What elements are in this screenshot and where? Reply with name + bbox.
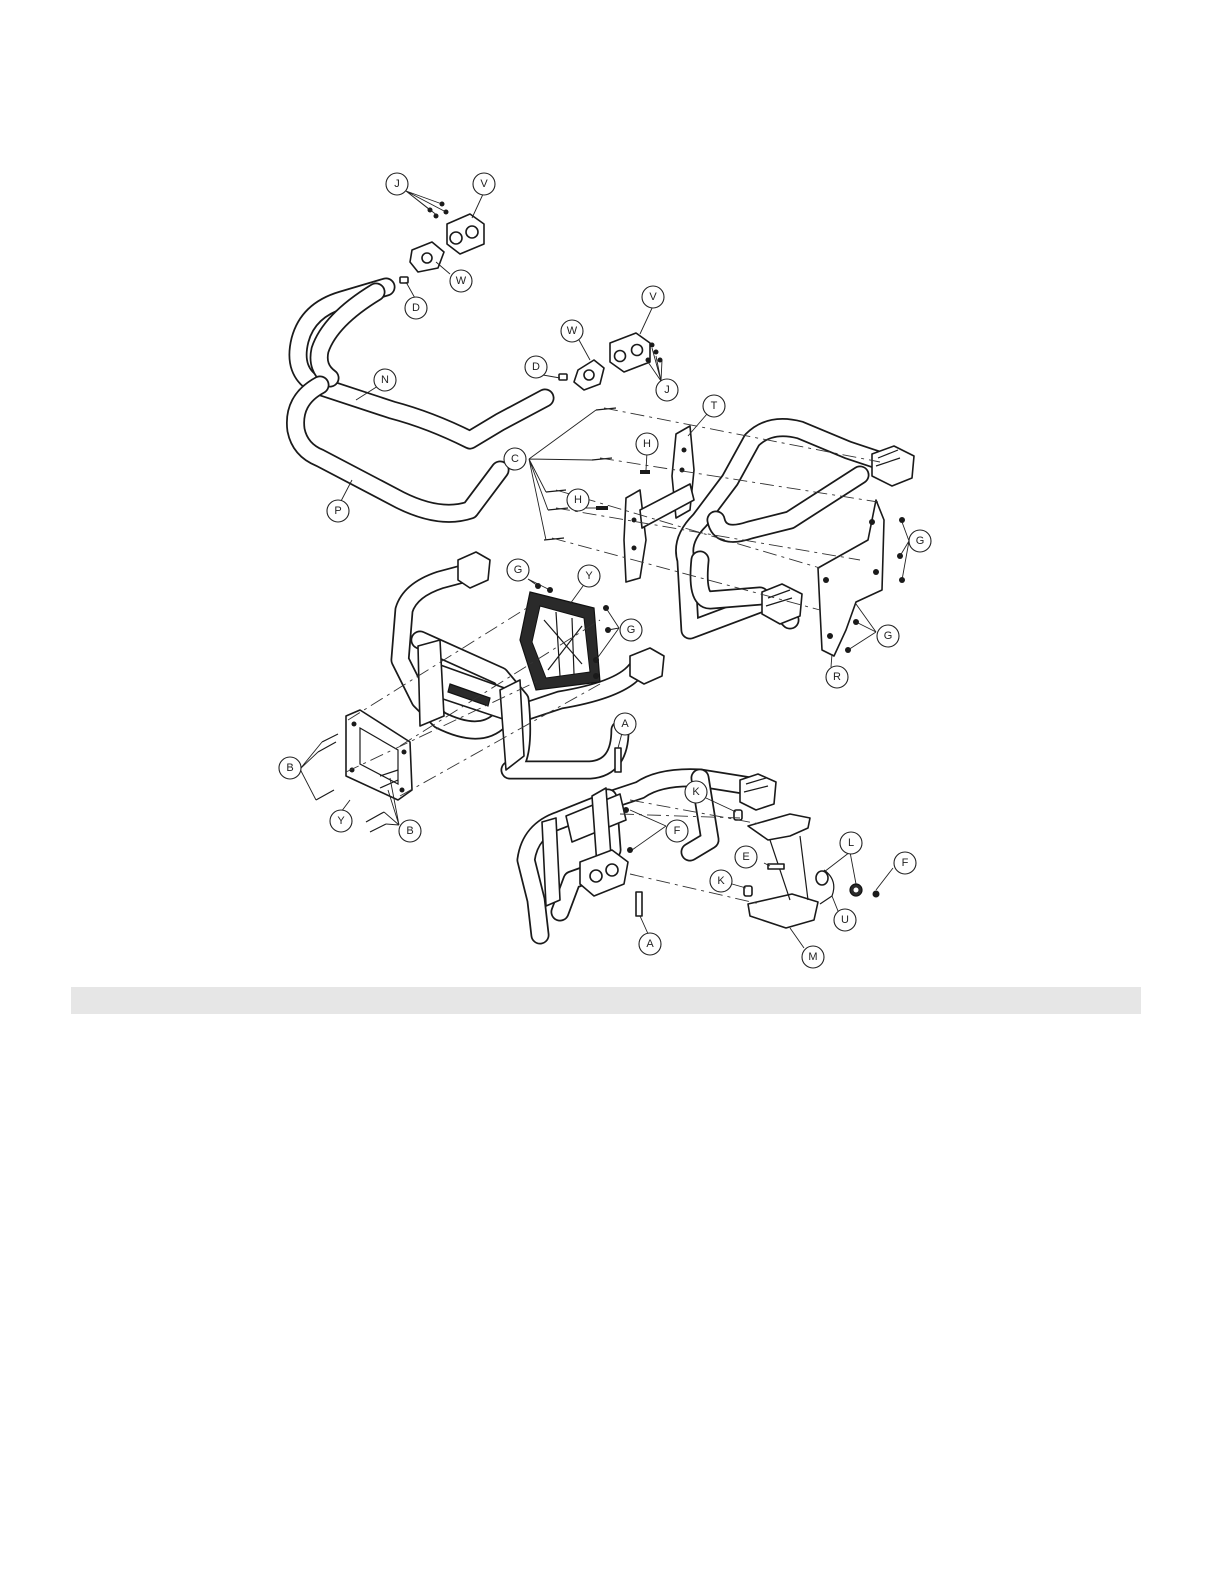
bolt-a-top [615,748,621,772]
svg-text:G: G [916,535,925,547]
callout-b-left: B [279,757,301,779]
svg-text:V: V [480,178,488,190]
svg-text:H: H [643,438,651,450]
svg-text:L: L [848,837,854,849]
footer-bar [71,987,1141,1014]
svg-text:M: M [808,951,817,963]
svg-text:P: P [334,505,341,517]
washer-l [816,871,862,896]
callout-n: N [374,369,396,391]
svg-text:E: E [742,851,749,863]
svg-text:B: B [406,825,413,837]
callout-w-mid: W [561,320,583,342]
callout-k-bottom: K [710,870,732,892]
callout-v-top: V [473,173,495,195]
bracket-plate-y-bottom [346,710,412,800]
bolt-e [768,864,784,869]
callout-v-mid: V [642,286,664,308]
callout-h-2: H [567,489,589,511]
callout-d-mid: D [525,356,547,378]
mount-plate-w-top [410,242,444,272]
svg-text:F: F [902,857,909,869]
svg-text:Y: Y [585,570,593,582]
svg-text:J: J [664,384,670,396]
bracket-plate-r [818,500,884,656]
bolt-d-top [400,277,408,283]
mesh-plate-y-top [520,592,600,690]
exploded-parts-diagram: J V W D N P V W D J T H C H G G R [0,0,1224,1000]
svg-text:R: R [833,671,841,683]
callout-l: L [840,832,862,854]
clamp-block-right-top [872,446,914,486]
svg-text:A: A [621,718,629,730]
callout-b-bottom: B [399,820,421,842]
callout-p: P [327,500,349,522]
svg-text:Y: Y [337,815,345,827]
mount-plate-w-mid [574,360,604,390]
callout-u: U [834,909,856,931]
callout-d-top: D [405,297,427,319]
svg-text:H: H [574,494,582,506]
clamp-block-middle-right [630,648,664,684]
callout-f-mid: F [666,820,688,842]
bolts-c [544,408,616,540]
svg-text:V: V [649,291,657,303]
bolt-d-mid [559,374,567,380]
svg-text:T: T [711,400,718,412]
callout-y-top: Y [578,565,600,587]
svg-text:W: W [456,275,467,287]
svg-text:C: C [511,453,519,465]
svg-text:G: G [884,630,893,642]
callout-j-top: J [386,173,408,195]
callout-e: E [735,846,757,868]
callout-h-1: H [636,433,658,455]
svg-text:D: D [532,361,540,373]
callout-w-top: W [450,270,472,292]
svg-text:G: G [627,624,636,636]
bracket-m [748,814,818,928]
callout-a-top: A [614,713,636,735]
callout-k-top: K [685,781,707,803]
svg-text:K: K [717,875,725,887]
bolt-a-bottom [636,892,642,916]
callout-g-right-2: G [877,625,899,647]
svg-text:W: W [567,325,578,337]
callout-a-bottom: A [639,933,661,955]
callout-y-bottom: Y [330,810,352,832]
svg-text:K: K [692,786,700,798]
svg-text:F: F [674,825,681,837]
clamp-block-middle-top [458,552,490,588]
callout-g-left-1: G [507,559,529,581]
callout-g-right-1: G [909,530,931,552]
clamp-block-bottom-right [740,774,776,810]
callout-g-left-2: G [620,619,642,641]
callout-m: M [802,946,824,968]
callout-t: T [703,395,725,417]
svg-text:U: U [841,914,849,926]
callout-j-mid: J [656,379,678,401]
clamp-block-v-top [447,214,484,254]
svg-text:D: D [412,302,420,314]
callout-r: R [826,666,848,688]
callout-c: C [504,448,526,470]
svg-text:J: J [394,178,400,190]
clamp-block-v-mid [610,333,650,372]
nut-f-right [873,891,880,898]
svg-text:N: N [381,374,389,386]
callout-f-right: F [894,852,916,874]
svg-text:B: B [286,762,293,774]
svg-text:G: G [514,564,523,576]
svg-text:A: A [646,938,654,950]
